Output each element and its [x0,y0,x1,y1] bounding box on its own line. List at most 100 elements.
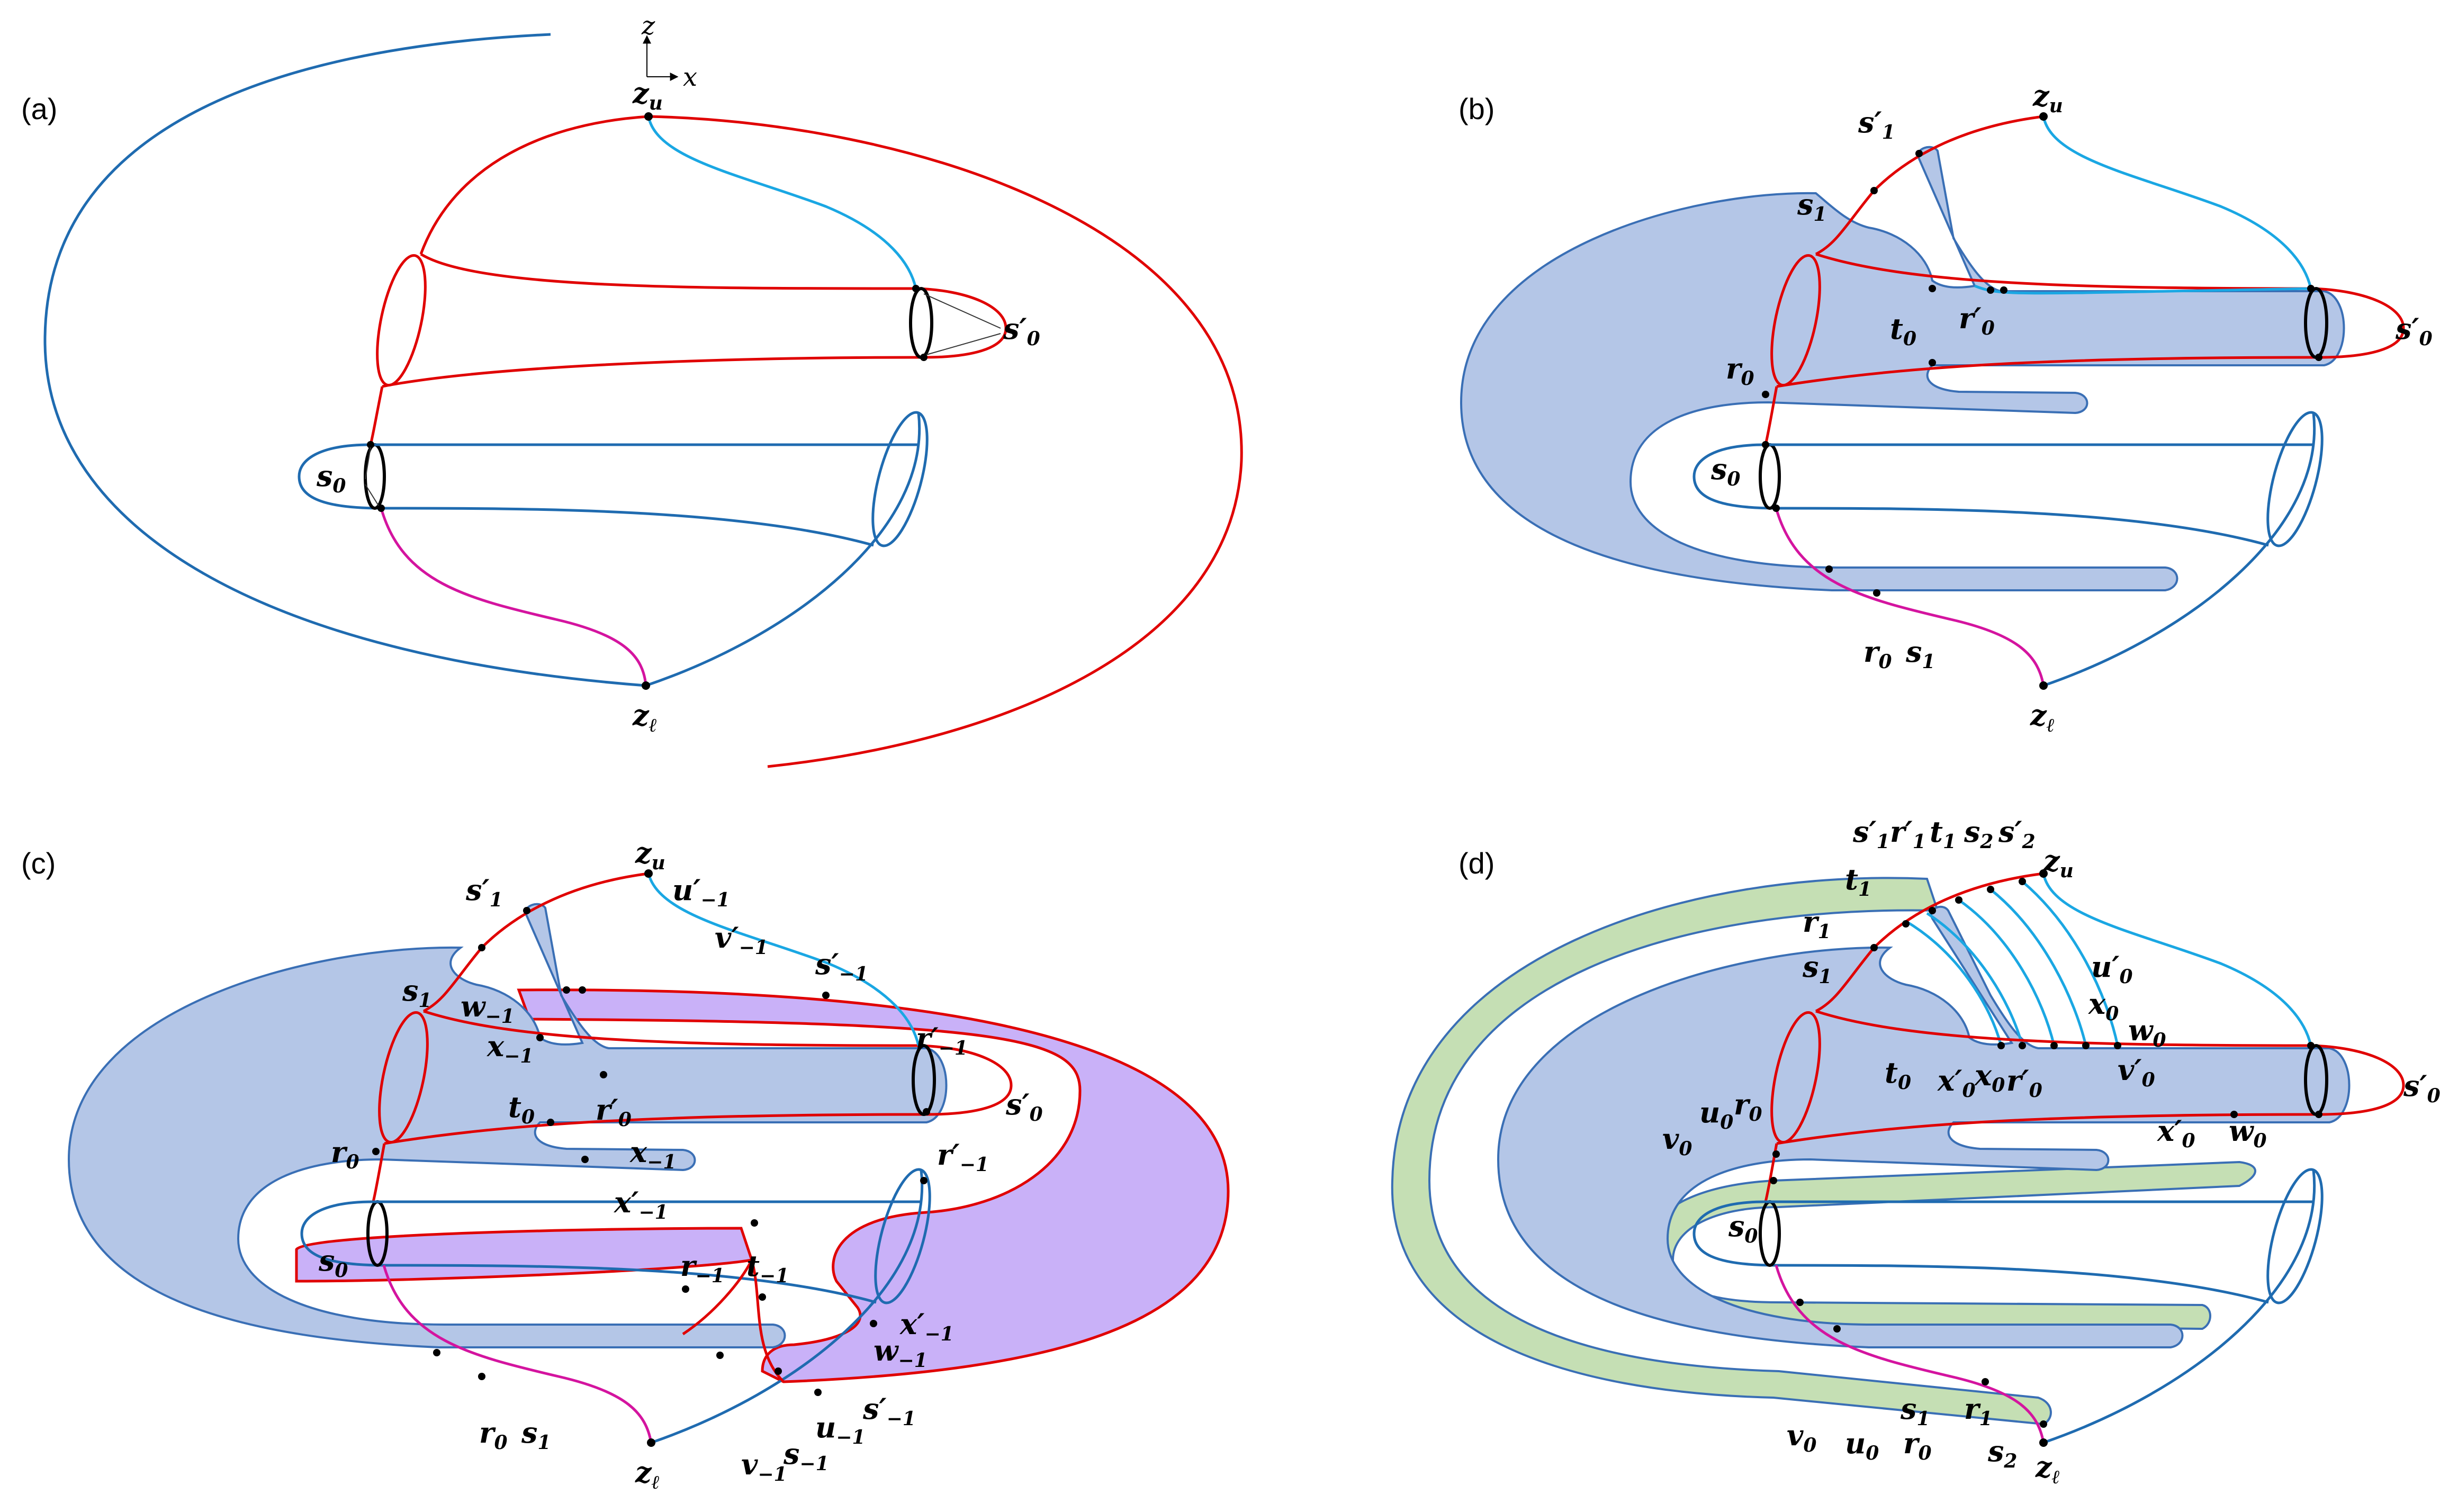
svg-text:s1: s1 [1905,635,1935,673]
label-d-s0p: s′0 [2403,1069,2440,1107]
label-c-vm1p: v′−1 [715,921,768,959]
label-c-xm1pr: x′−1 [899,1307,954,1345]
label-d-u0p: u′0 [2091,950,2133,988]
outer-blue-arc [43,33,646,687]
label-c-vm1: v−1 [741,1447,787,1486]
label-c-zl: zℓ [635,1455,660,1493]
panel-b-label: (b) [1458,92,1494,125]
svg-text:x−1: x−1 [629,1135,676,1173]
svg-text:r′−1: r′−1 [937,1138,989,1176]
svg-text:s′−1: s′−1 [862,1392,916,1430]
label-b-s1: s1 [1797,187,1826,226]
label-d-zl: zℓ [2035,1450,2060,1488]
label-c-xm1: x−1 [487,1029,533,1067]
label-c-zu: zu [635,836,665,874]
svg-text:s1: s1 [521,1416,551,1454]
svg-text:s−1: s−1 [783,1437,829,1475]
label-c-s1: s1 [402,974,431,1012]
label-d-s1: s1 [1802,950,1832,988]
label-d-x0p: x′0 [1937,1064,1976,1102]
panel-c-label: (c) [21,847,56,880]
green-band-middle [1640,1160,2256,1330]
svg-text:r0: r0 [1863,635,1892,673]
label-d-x0b: x0 [1974,1058,2005,1096]
label-d-x0: x0 [2088,987,2119,1025]
svg-text:s′−1: s′−1 [815,947,868,985]
label-d-r0p: r′0 [2006,1064,2042,1102]
label-c-rm1p: r′−1 [916,1021,968,1059]
label-b-s0p: s′0 [2395,312,2433,350]
svg-text:v′−1: v′−1 [715,921,768,959]
svg-text:s1: s1 [1900,1392,1930,1430]
label-b-r0b: r0 [1863,635,1892,673]
label-d-s0: s0 [1728,1209,1758,1247]
label-c-s0p: s′0 [1005,1087,1043,1126]
outer-red-arc [648,115,1243,768]
label-d-r0b: r0 [1903,1426,1932,1464]
svg-text:x′0: x′0 [2157,1114,2195,1152]
shaded-region-c [67,903,948,1348]
svg-text:s1: s1 [1802,950,1832,988]
label-d-x0pb: x′0 [2157,1114,2195,1152]
label-zu: zu [632,76,663,114]
label-c-r0: r0 [331,1135,359,1173]
svg-text:r0: r0 [331,1135,359,1173]
panel-d: (d) [1391,815,2440,1488]
svg-text:t−1: t−1 [746,1249,789,1287]
svg-text:x−1: x−1 [487,1029,533,1067]
label-s0p: s′0 [1003,312,1040,350]
svg-text:u−1: u−1 [815,1410,865,1448]
label-d-v0b: v0 [1787,1418,1816,1456]
label-c-s1b: s1 [521,1416,551,1454]
svg-text:s′0: s′0 [1003,312,1040,350]
svg-text:w0: w0 [2229,1114,2267,1152]
label-b-s1p: s′1 [1858,105,1895,143]
svg-text:v0: v0 [1787,1418,1816,1456]
label-c-xm1pp: x′−1 [614,1185,668,1223]
label-d-s1b: s1 [1900,1392,1930,1430]
svg-text:r′−1: r′−1 [916,1021,968,1059]
label-d-r1b: r1 [1964,1392,1993,1430]
label-c-xm1b: x−1 [629,1135,676,1173]
svg-text:x0: x0 [2088,987,2119,1025]
label-b-s0: s0 [1710,452,1740,490]
svg-text:s2: s2 [1964,815,1993,853]
panel-c: (c) [21,836,1230,1493]
svg-text:s1: s1 [1797,187,1826,226]
svg-text:zℓ: zℓ [632,698,657,736]
svg-text:r′0: r′0 [2006,1064,2042,1102]
svg-text:t1: t1 [1845,862,1871,901]
svg-text:s0: s0 [316,459,346,497]
panel-a: (a) z x [21,11,1243,768]
label-b-r0p: r′0 [1959,301,1995,339]
label-b-zu: zu [2032,79,2063,117]
svg-text:u′0: u′0 [2091,950,2133,988]
label-d-s2: s2 [1964,815,1993,853]
svg-text:r0: r0 [1734,1087,1762,1126]
svg-text:s′0: s′0 [2395,312,2433,350]
label-b-r0: r0 [1726,352,1754,390]
svg-text:r0: r0 [1726,352,1754,390]
top-stripes [1905,880,2119,1046]
label-d-s2b: s2 [1987,1434,2017,1472]
svg-text:v0: v0 [1662,1122,1692,1160]
svg-text:r′0: r′0 [1959,301,1995,339]
label-d-t1b: t1 [1845,862,1871,901]
label-c-sm1: s−1 [783,1437,829,1475]
label-d-u0: u0 [1699,1095,1733,1133]
svg-text:s′1: s′1 [1858,105,1895,143]
label-c-sm1p: s′−1 [815,947,868,985]
shaded-region-b [1460,146,2345,591]
label-c-um1p: u′−1 [672,873,730,911]
svg-text:s′1: s′1 [465,873,503,911]
svg-text:x′−1: x′−1 [614,1185,668,1223]
label-b-zl: zℓ [2030,698,2055,736]
svg-text:zu: zu [2043,844,2074,882]
label-c-rm1pb: r′−1 [937,1138,989,1176]
svg-text:s′0: s′0 [2403,1069,2440,1107]
label-c-s0: s0 [318,1244,348,1282]
label-d-zu: zu [2043,844,2074,882]
svg-text:x0: x0 [1974,1058,2005,1096]
label-zl: zℓ [632,698,657,736]
svg-text:zu: zu [2032,79,2063,117]
